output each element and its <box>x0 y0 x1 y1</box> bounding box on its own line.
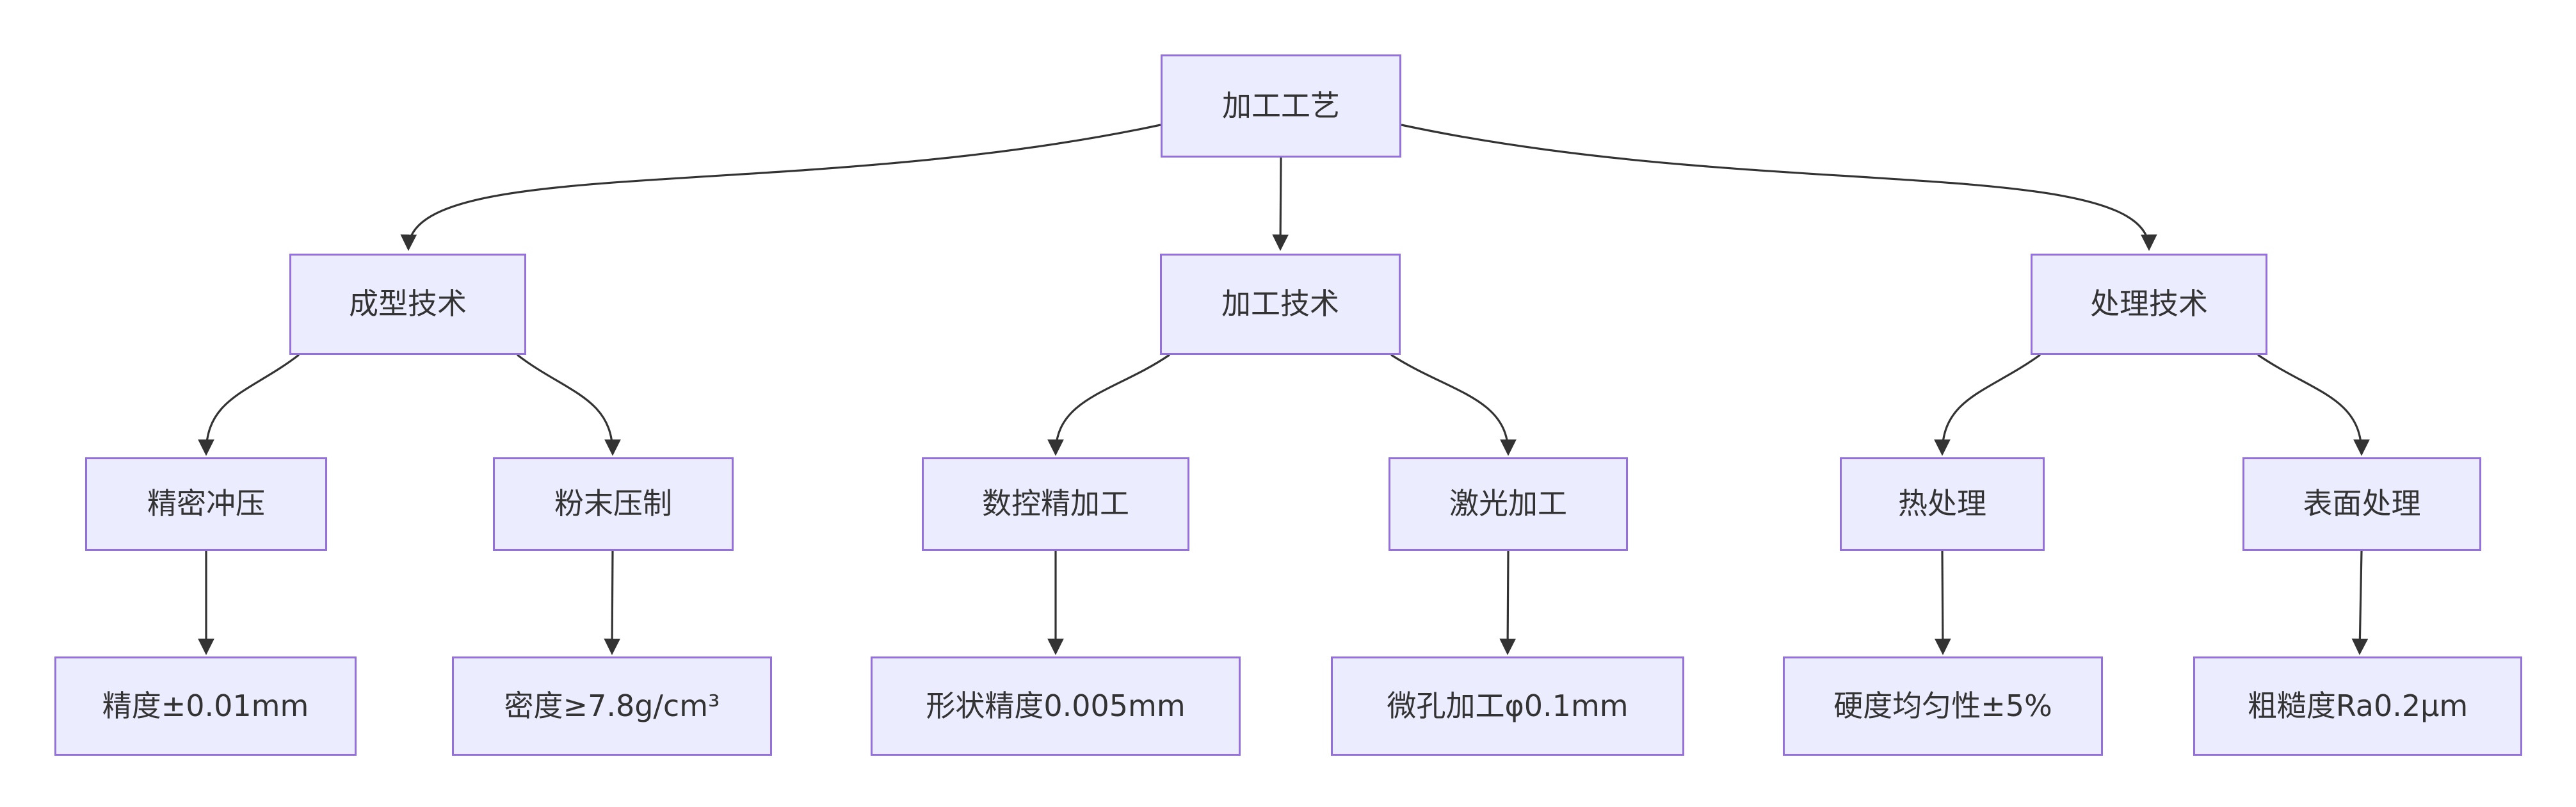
edge-treatment-to-surface <box>2257 354 2370 456</box>
node-cnc: 数控精加工 <box>922 457 1189 551</box>
edge-treatment-to-heat <box>1934 354 2041 456</box>
edge-root-to-treatment <box>1401 124 2157 251</box>
node-stamping-spec-label: 精度±0.01mm <box>102 688 309 723</box>
node-treatment-label: 处理技术 <box>2090 286 2208 322</box>
node-treatment: 处理技术 <box>2031 254 2267 355</box>
node-heat-spec: 硬度均匀性±5% <box>1783 656 2103 756</box>
edge-root-to-machining <box>1272 157 1289 251</box>
edge-root-to-forming <box>400 124 1161 251</box>
node-powder-spec-label: 密度≥7.8g/cm³ <box>504 688 720 723</box>
node-machining: 加工技术 <box>1160 254 1401 355</box>
node-forming-label: 成型技术 <box>349 286 467 322</box>
node-laser-spec-label: 微孔加工φ0.1mm <box>1387 688 1629 723</box>
node-cnc-spec: 形状精度0.005mm <box>871 656 1241 756</box>
node-powder: 粉末压制 <box>493 457 734 551</box>
node-laser: 激光加工 <box>1389 457 1628 551</box>
node-heat-spec-label: 硬度均匀性±5% <box>1833 688 2052 723</box>
edge-machining-to-laser <box>1390 354 1517 456</box>
edge-heat-to-spec <box>1935 550 1951 655</box>
node-laser-label: 激光加工 <box>1449 486 1567 521</box>
node-stamping-spec: 精度±0.01mm <box>54 656 357 756</box>
edge-powder-to-spec <box>604 550 620 655</box>
node-surface-spec: 粗糙度Ra0.2μm <box>2193 656 2522 756</box>
node-forming: 成型技术 <box>289 254 526 355</box>
node-laser-spec: 微孔加工φ0.1mm <box>1331 656 1684 756</box>
node-powder-label: 粉末压制 <box>554 486 672 521</box>
node-surface: 表面处理 <box>2242 457 2481 551</box>
node-root-label: 加工工艺 <box>1222 88 1340 123</box>
node-heat-label: 热处理 <box>1898 486 1986 521</box>
node-cnc-label: 数控精加工 <box>982 486 1129 521</box>
edge-forming-to-stamping <box>198 354 300 456</box>
node-cnc-spec-label: 形状精度0.005mm <box>926 688 1186 723</box>
node-surface-label: 表面处理 <box>2303 486 2421 521</box>
node-stamping-label: 精密冲压 <box>147 486 265 521</box>
edge-surface-to-spec <box>2351 550 2369 655</box>
edge-forming-to-powder <box>517 354 621 456</box>
node-powder-spec: 密度≥7.8g/cm³ <box>452 656 772 756</box>
node-heat: 热处理 <box>1840 457 2045 551</box>
node-stamping: 精密冲压 <box>85 457 327 551</box>
node-surface-spec-label: 粗糙度Ra0.2μm <box>2247 688 2468 723</box>
edge-machining-to-cnc <box>1047 354 1170 456</box>
node-machining-label: 加工技术 <box>1221 286 1339 322</box>
node-root: 加工工艺 <box>1161 54 1401 158</box>
